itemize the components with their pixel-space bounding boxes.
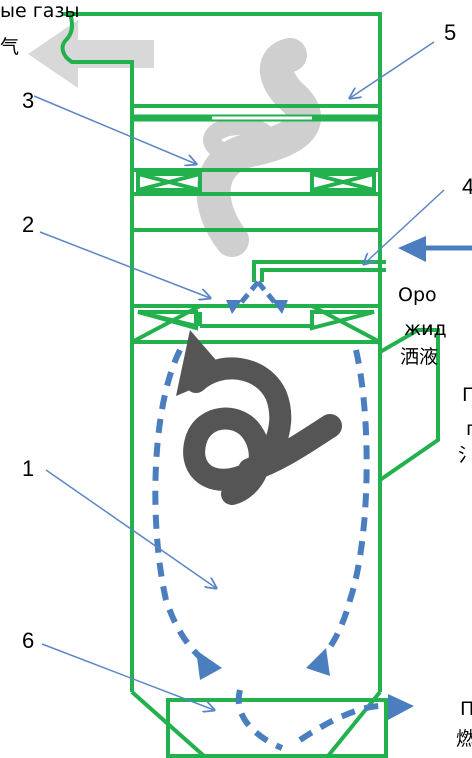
callout-4-number: 4 — [462, 174, 472, 199]
scrubber-vessel — [60, 12, 440, 758]
irrigation-label-ru-2: жид — [404, 318, 447, 340]
spray-arrow-heads — [226, 300, 288, 314]
exhaust-gas-label-cn: 气 — [0, 36, 20, 58]
flow-arrow-heads — [196, 236, 426, 720]
irrigation-label-ru-1: Оро — [398, 284, 437, 306]
callout-lines — [33, 41, 445, 710]
slurry-outlet-label-cn: 燃 — [456, 728, 472, 750]
exhaust-outflow-arrow — [28, 20, 154, 88]
callout-line-3 — [33, 95, 196, 164]
gas-inlet-label-3: 氵 — [458, 444, 472, 466]
gas-inlet-label-1: П — [462, 384, 472, 406]
callout-5-number: 5 — [444, 20, 457, 45]
gas-inlet-label-2: г — [466, 418, 472, 440]
liquid-flow-arrows — [152, 348, 383, 751]
cyclone-vortex — [176, 330, 342, 505]
callout-line-1 — [45, 469, 216, 588]
slurry-outlet-label-ru: П — [460, 698, 472, 720]
irrigation-label-cn: 洒液 — [400, 346, 439, 368]
gas-swirl — [196, 38, 321, 257]
callout-1-number: 1 — [22, 456, 35, 481]
bottom-hopper — [166, 698, 388, 758]
exhaust-gas-label-ru: ые газы — [0, 0, 80, 22]
callout-3-number: 3 — [22, 88, 35, 113]
spray-nozzle — [238, 280, 278, 306]
callout-line-6 — [41, 643, 214, 710]
callout-6-number: 6 — [22, 628, 35, 653]
callout-2-number: 2 — [22, 212, 35, 237]
callout-line-5 — [350, 41, 435, 98]
callout-line-4 — [364, 189, 445, 264]
callout-line-2 — [39, 231, 210, 298]
